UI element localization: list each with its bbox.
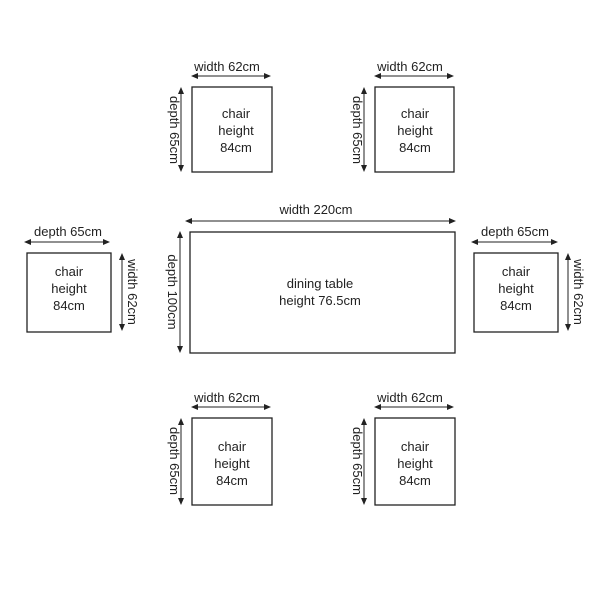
chair-depth-label: depth 65cm [350, 96, 365, 164]
arrow-head [374, 73, 381, 79]
arrow-head [191, 404, 198, 410]
arrow-head [185, 218, 192, 224]
chair-depth-label: depth 65cm [34, 224, 102, 239]
chair-height-label: height [218, 123, 254, 138]
chair-depth-label: depth 65cm [481, 224, 549, 239]
table-name: dining table [287, 276, 354, 291]
chair-outline [374, 417, 456, 506]
chair-height-label: height [397, 123, 433, 138]
chair-height-label: height [397, 456, 433, 471]
arrow-head [264, 404, 271, 410]
chair-depth-label: depth 65cm [350, 427, 365, 495]
arrow-head [178, 87, 184, 94]
chair-outline [191, 417, 273, 506]
arrow-head [551, 239, 558, 245]
chair-width-label: width 62cm [125, 258, 140, 325]
table-depth-label: depth 100cm [165, 254, 180, 329]
arrow-head [361, 418, 367, 425]
chair-height-value: 84cm [53, 298, 85, 313]
chair-height-value: 84cm [399, 140, 431, 155]
dining-table: width 220cm depth 100cm dining table hei… [165, 202, 456, 354]
chair-top-left: width 62cm depth 65cm chair height 84cm [167, 59, 273, 173]
table-height-label: height 76.5cm [279, 293, 361, 308]
chair-height-label: height [51, 281, 87, 296]
chair-right: depth 65cm chair height 84cm width 62cm [471, 224, 586, 333]
arrow-head [447, 404, 454, 410]
arrow-head [178, 165, 184, 172]
chair-left: depth 65cm chair height 84cm width 62cm [24, 224, 140, 333]
chair-outline [191, 86, 273, 173]
chair-name: chair [55, 264, 84, 279]
chair-bottom-left: width 62cm depth 65cm chair height 84cm [167, 390, 273, 506]
arrow-head [565, 253, 571, 260]
table-outline [189, 231, 456, 354]
chair-name: chair [218, 439, 247, 454]
chair-height-label: height [498, 281, 534, 296]
chair-name: chair [401, 439, 430, 454]
arrow-head [119, 253, 125, 260]
chair-bottom-right: width 62cm depth 65cm chair height 84cm [350, 390, 456, 506]
arrow-head [565, 324, 571, 331]
chair-height-value: 84cm [216, 473, 248, 488]
arrow-head [361, 498, 367, 505]
chair-height-value: 84cm [399, 473, 431, 488]
chair-width-label: width 62cm [376, 390, 443, 405]
arrow-head [264, 73, 271, 79]
chair-top-right: width 62cm depth 65cm chair height 84cm [350, 59, 455, 173]
chair-width-label: width 62cm [193, 59, 260, 74]
arrow-head [471, 239, 478, 245]
chair-width-label: width 62cm [571, 258, 586, 325]
arrow-head [374, 404, 381, 410]
chair-height-value: 84cm [500, 298, 532, 313]
arrow-head [178, 498, 184, 505]
chair-depth-label: depth 65cm [167, 96, 182, 164]
arrow-head [177, 231, 183, 238]
arrow-head [191, 73, 198, 79]
chair-outline [26, 252, 112, 333]
chair-width-label: width 62cm [193, 390, 260, 405]
arrow-head [361, 87, 367, 94]
chair-width-label: width 62cm [376, 59, 443, 74]
arrow-head [178, 418, 184, 425]
chair-outline [374, 86, 455, 173]
chair-height-label: height [214, 456, 250, 471]
arrow-head [119, 324, 125, 331]
chair-height-value: 84cm [220, 140, 252, 155]
chair-name: chair [502, 264, 531, 279]
chair-depth-label: depth 65cm [167, 427, 182, 495]
arrow-head [24, 239, 31, 245]
arrow-head [361, 165, 367, 172]
arrow-head [103, 239, 110, 245]
chair-outline [473, 252, 559, 333]
arrow-head [447, 73, 454, 79]
chair-name: chair [222, 106, 251, 121]
arrow-head [449, 218, 456, 224]
table-width-label: width 220cm [279, 202, 353, 217]
arrow-head [177, 346, 183, 353]
chair-name: chair [401, 106, 430, 121]
